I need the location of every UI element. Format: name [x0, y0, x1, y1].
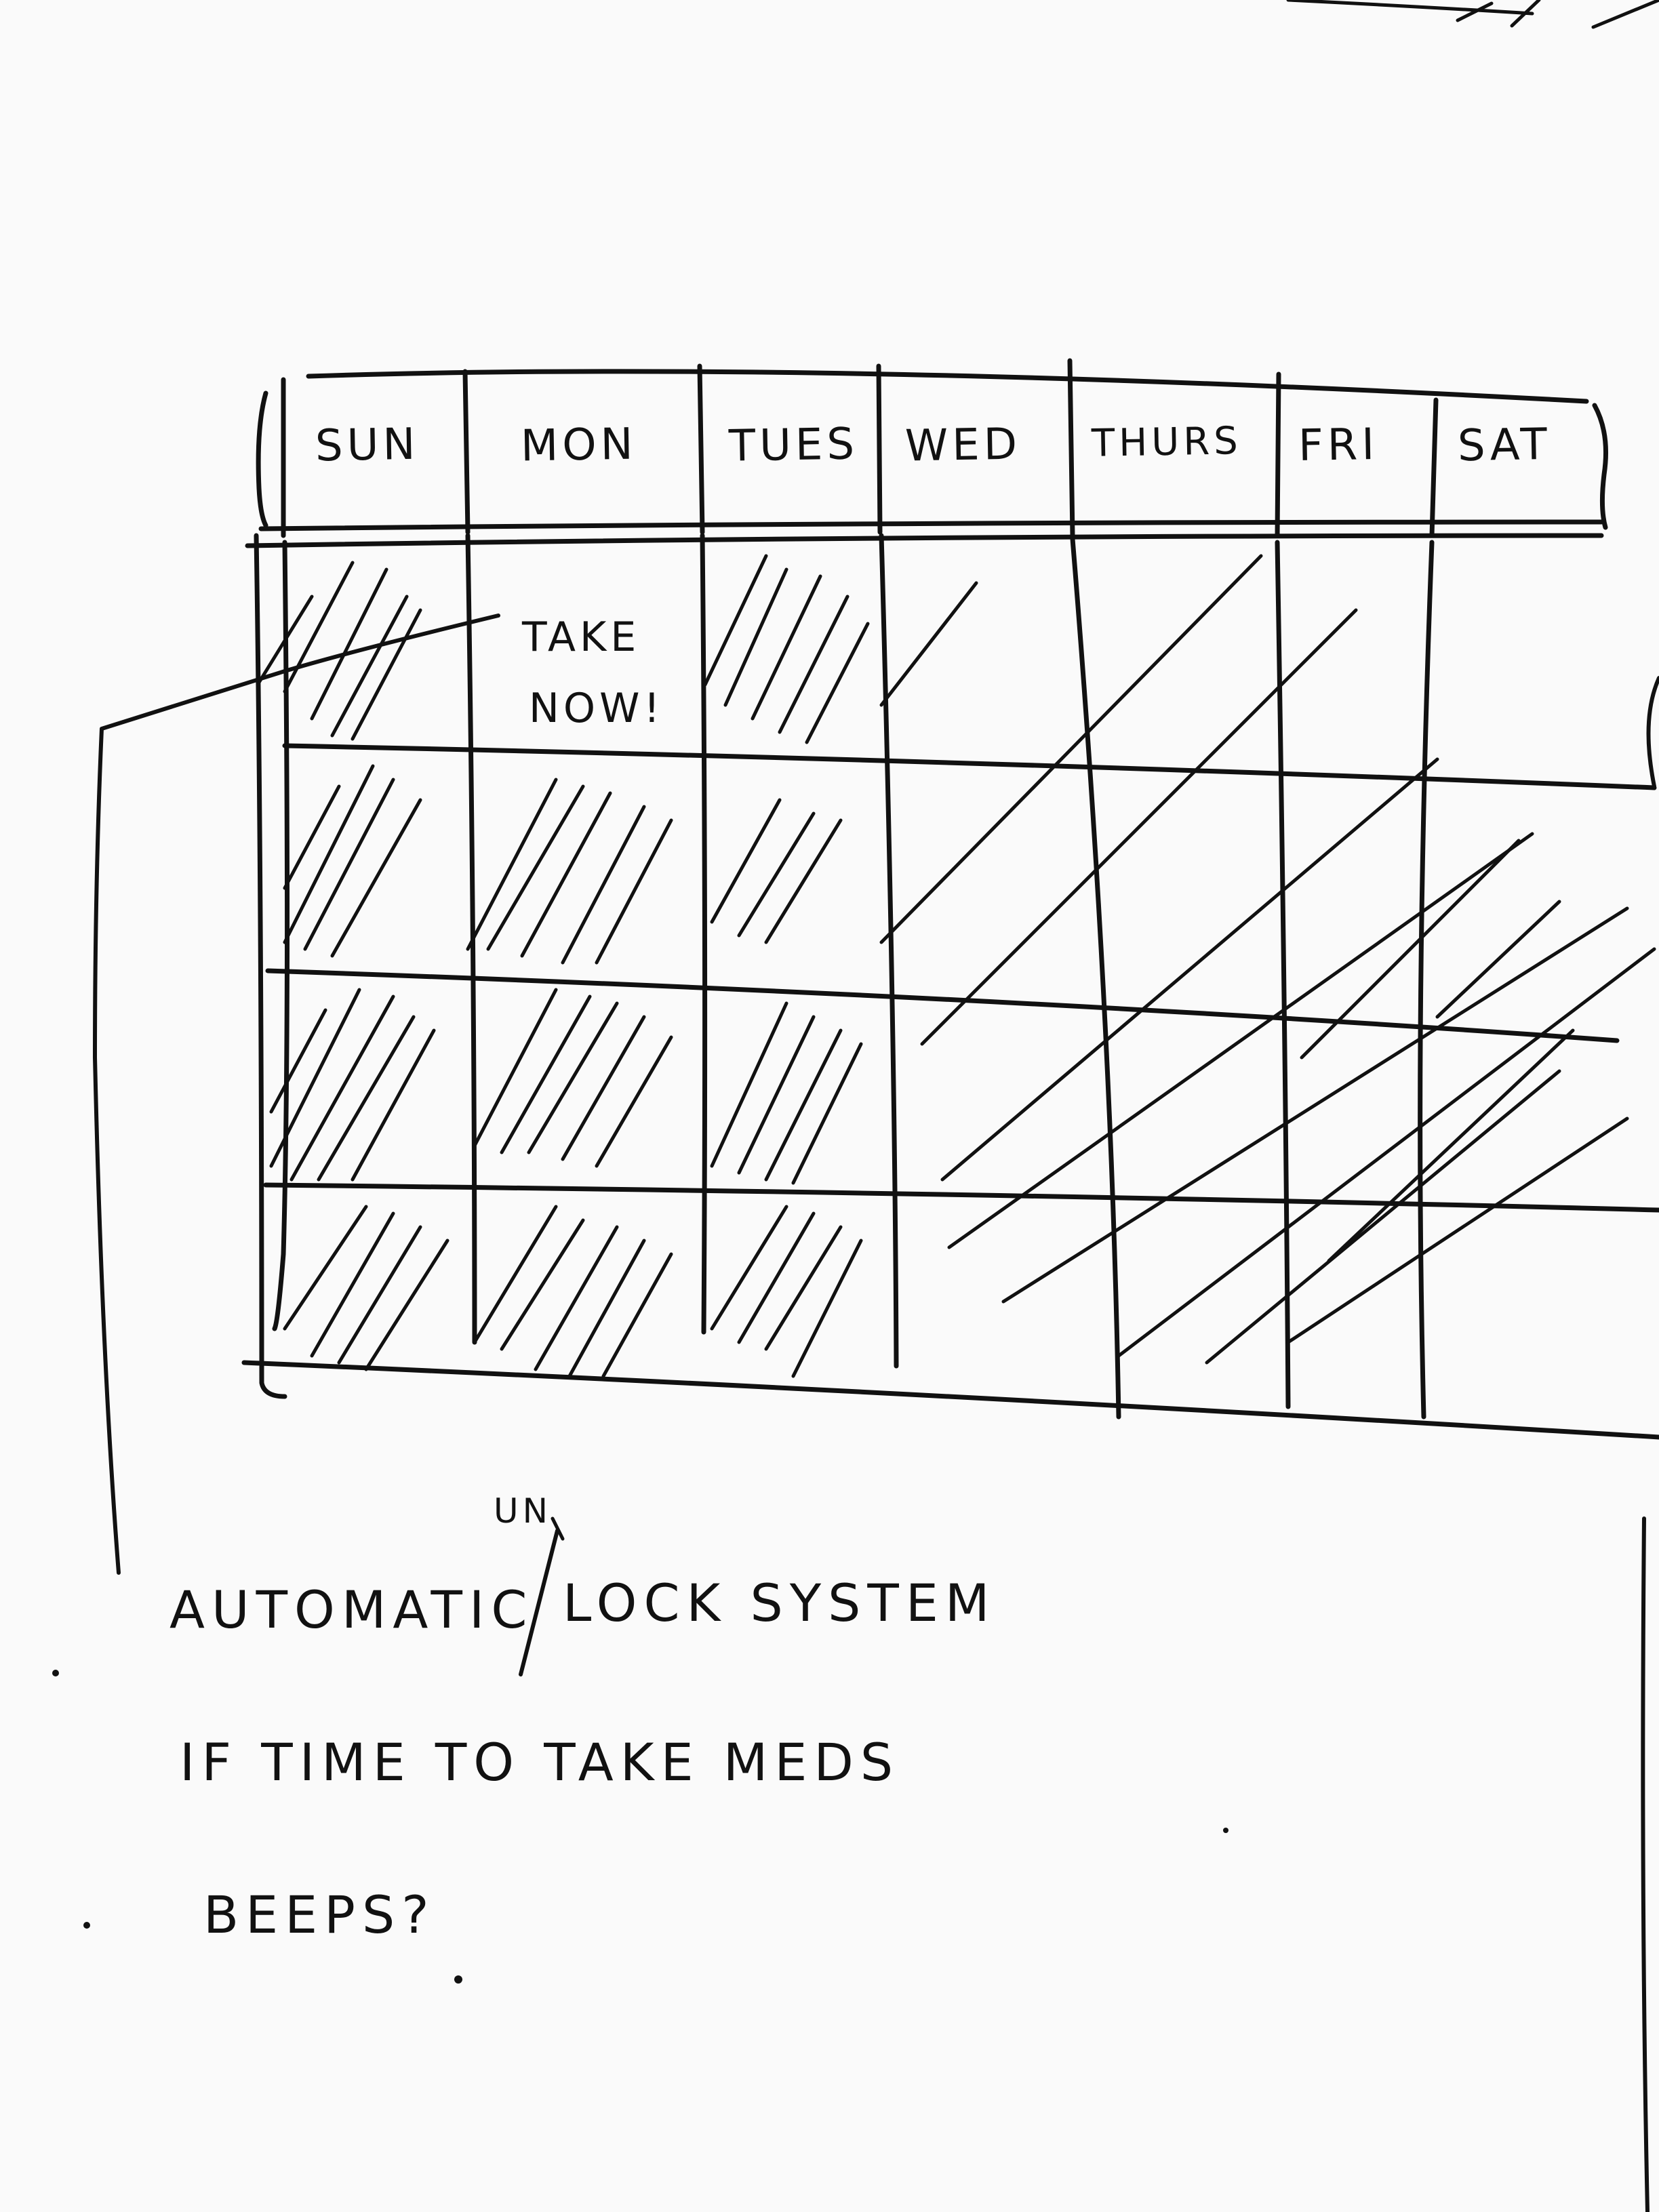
cell-hatching [256, 554, 1656, 1378]
column-divider-4 [876, 363, 899, 1369]
row-divider-3 [263, 1182, 1659, 1213]
day-label-sun: SUN [315, 419, 420, 472]
column-divider-3 [697, 363, 708, 1335]
page-edge-right-top [1646, 676, 1659, 788]
header-right-bracket [1592, 403, 1609, 530]
callout-take: TAKE [522, 614, 641, 661]
grid-bottom-border [241, 1360, 1659, 1440]
column-divider-7 [1418, 397, 1439, 1420]
day-label-mon: MON [520, 419, 638, 472]
column-divider-2 [462, 369, 477, 1345]
note-automatic: AUTOMATIC [169, 1580, 534, 1640]
callout-leader-line [93, 614, 500, 1575]
header-bottom-line [245, 533, 1604, 548]
day-label-wed: WED [904, 419, 1022, 472]
note-lock-system: LOCK SYSTEM [563, 1573, 997, 1633]
day-label-tues: TUES [728, 419, 859, 472]
header-bottom-line-2 [258, 519, 1604, 531]
stray-marks [52, 1670, 1228, 1984]
day-label-thurs: THURS [1091, 419, 1243, 466]
row-divider-2 [265, 968, 1620, 1043]
lock-slash [519, 1529, 559, 1676]
note-if-time: IF TIME TO TAKE MEDS [180, 1732, 900, 1792]
page-edge-right [1641, 1516, 1650, 2212]
header-top-line [306, 369, 1589, 404]
header-left-bracket [256, 390, 268, 528]
note-insert-un: UN [494, 1491, 552, 1531]
grid-left-border [254, 533, 287, 1399]
top-scribble [1286, 0, 1659, 29]
insert-caret [551, 1516, 565, 1541]
column-divider-1 [272, 377, 290, 1331]
row-divider-1 [282, 743, 1657, 790]
day-label-fri: FRI [1298, 419, 1379, 472]
callout-now: NOW! [529, 685, 664, 732]
column-divider-6 [1275, 371, 1291, 1409]
column-divider-5 [1067, 358, 1121, 1420]
note-beeps: BEEPS? [203, 1885, 436, 1945]
day-label-sat: SAT [1457, 419, 1552, 472]
